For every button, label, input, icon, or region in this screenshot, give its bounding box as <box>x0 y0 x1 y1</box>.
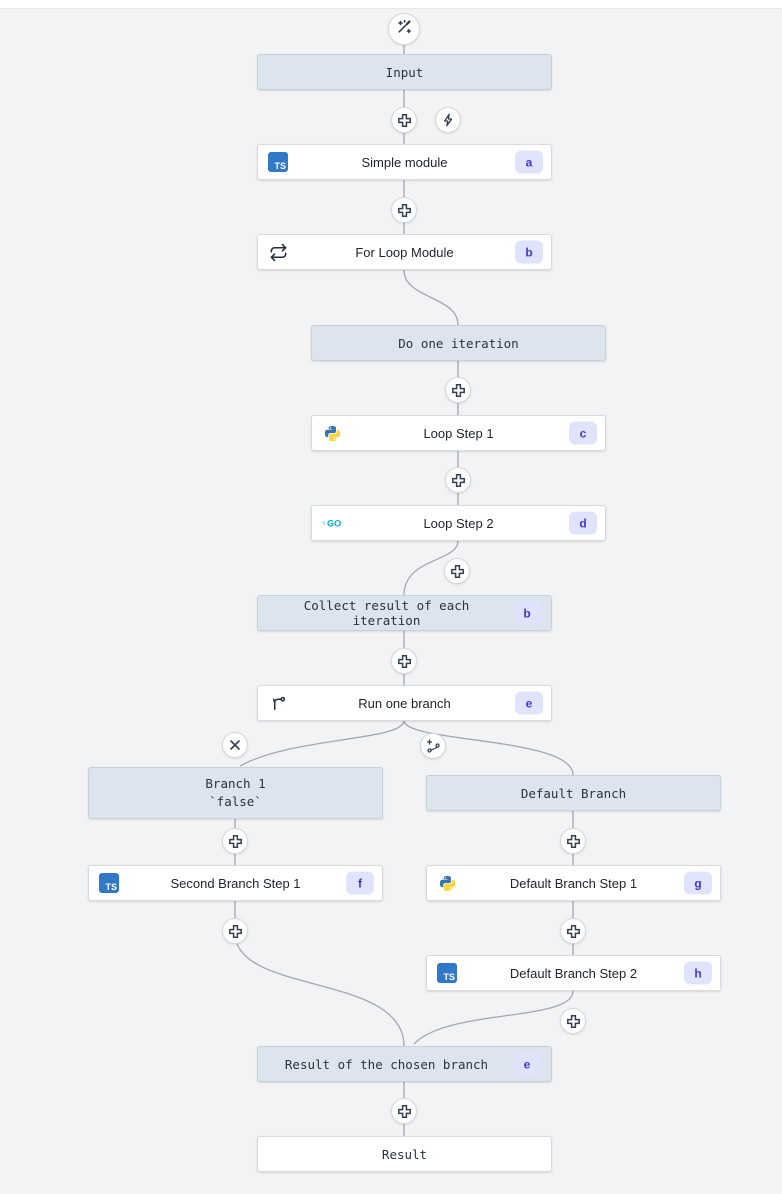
add-step-button[interactable] <box>445 467 471 493</box>
node-loop-step-2[interactable]: GO Loop Step 2 d <box>311 505 606 541</box>
add-step-button[interactable] <box>391 197 417 223</box>
node-label: For Loop Module <box>355 244 454 260</box>
ai-flow-button[interactable] <box>388 13 420 45</box>
plus-icon <box>397 654 411 668</box>
node-label: Default Branch Step 2 <box>509 965 638 981</box>
node-do-one-iteration[interactable]: Do one iteration <box>311 325 606 361</box>
node-default-branch-step-2[interactable]: TS Default Branch Step 2 h <box>426 955 721 991</box>
add-step-button[interactable] <box>222 828 248 854</box>
node-simple-module[interactable]: TS Simple module a <box>257 144 552 180</box>
lightning-icon <box>443 113 453 127</box>
add-step-button[interactable] <box>222 918 248 944</box>
plus-icon <box>450 564 464 578</box>
node-result[interactable]: Result <box>257 1136 552 1172</box>
plus-icon <box>228 834 242 848</box>
node-default-branch-step-1[interactable]: Default Branch Step 1 g <box>426 865 721 901</box>
branch-icon <box>268 693 288 713</box>
top-panel-edge <box>0 0 782 9</box>
node-label: Collect result of each iteration <box>303 598 470 628</box>
node-label: Loop Step 2 <box>423 515 494 531</box>
add-step-button[interactable] <box>391 107 417 133</box>
step-id-badge: e <box>513 1052 541 1076</box>
node-label: Default Branch <box>520 785 627 801</box>
node-result-chosen-branch[interactable]: Result of the chosen branch e <box>257 1046 552 1082</box>
step-id-badge: d <box>569 511 597 535</box>
step-id-badge: g <box>684 871 712 895</box>
plus-icon <box>397 1104 411 1118</box>
branch-condition: `false` <box>209 794 262 809</box>
plus-icon <box>451 383 465 397</box>
go-icon: GO <box>322 513 342 533</box>
node-label: Default Branch Step 1 <box>509 875 638 891</box>
repeat-icon <box>268 242 288 262</box>
python-icon <box>437 873 457 893</box>
add-step-button[interactable] <box>444 558 470 584</box>
plus-icon <box>566 834 580 848</box>
add-step-button[interactable] <box>560 918 586 944</box>
node-run-one-branch[interactable]: Run one branch e <box>257 685 552 721</box>
node-label: Do one iteration <box>398 335 519 351</box>
node-label: Input <box>385 64 424 80</box>
add-step-button[interactable] <box>391 648 417 674</box>
step-id-badge: h <box>684 961 712 985</box>
node-default-branch[interactable]: Default Branch <box>426 775 721 811</box>
python-icon <box>322 423 342 443</box>
node-label: Result of the chosen branch <box>284 1056 489 1072</box>
branch-label: Branch 1 <box>205 775 266 791</box>
step-id-badge: c <box>569 421 597 445</box>
node-input[interactable]: Input <box>257 54 552 90</box>
add-branch-button[interactable] <box>420 733 446 759</box>
plus-icon <box>451 473 465 487</box>
step-id-badge: b <box>515 240 543 264</box>
node-loop-step-1[interactable]: Loop Step 1 c <box>311 415 606 451</box>
plus-icon <box>566 1014 580 1028</box>
magic-wand-icon <box>395 18 413 41</box>
step-id-badge: e <box>515 691 543 715</box>
add-step-button[interactable] <box>445 377 471 403</box>
plus-icon <box>566 924 580 938</box>
remove-branch-button[interactable] <box>222 732 248 758</box>
plus-icon <box>228 924 242 938</box>
add-step-button[interactable] <box>560 828 586 854</box>
node-label: Simple module <box>361 154 448 170</box>
typescript-icon: TS <box>99 873 119 893</box>
node-label: Loop Step 1 <box>423 425 494 441</box>
svg-text:GO: GO <box>327 518 341 528</box>
step-id-badge: a <box>515 150 543 174</box>
node-second-branch-step-1[interactable]: TS Second Branch Step 1 f <box>88 865 383 901</box>
typescript-icon: TS <box>437 963 457 983</box>
typescript-icon: TS <box>268 152 288 172</box>
step-id-badge: b <box>513 601 541 625</box>
add-trigger-button[interactable] <box>435 107 461 133</box>
node-collect-result[interactable]: Collect result of each iteration b <box>257 595 552 631</box>
add-step-button[interactable] <box>391 1098 417 1124</box>
plus-icon <box>397 113 411 127</box>
add-step-button[interactable] <box>560 1008 586 1034</box>
plus-icon <box>397 203 411 217</box>
node-branch-1[interactable]: Branch 1 `false` <box>88 767 383 819</box>
node-label: Result <box>381 1146 428 1162</box>
node-label: Run one branch <box>358 695 451 711</box>
add-branch-icon <box>426 739 440 753</box>
node-for-loop-module[interactable]: For Loop Module b <box>257 234 552 270</box>
x-icon <box>230 740 240 750</box>
step-id-badge: f <box>346 871 374 895</box>
node-label: Second Branch Step 1 <box>170 875 301 891</box>
